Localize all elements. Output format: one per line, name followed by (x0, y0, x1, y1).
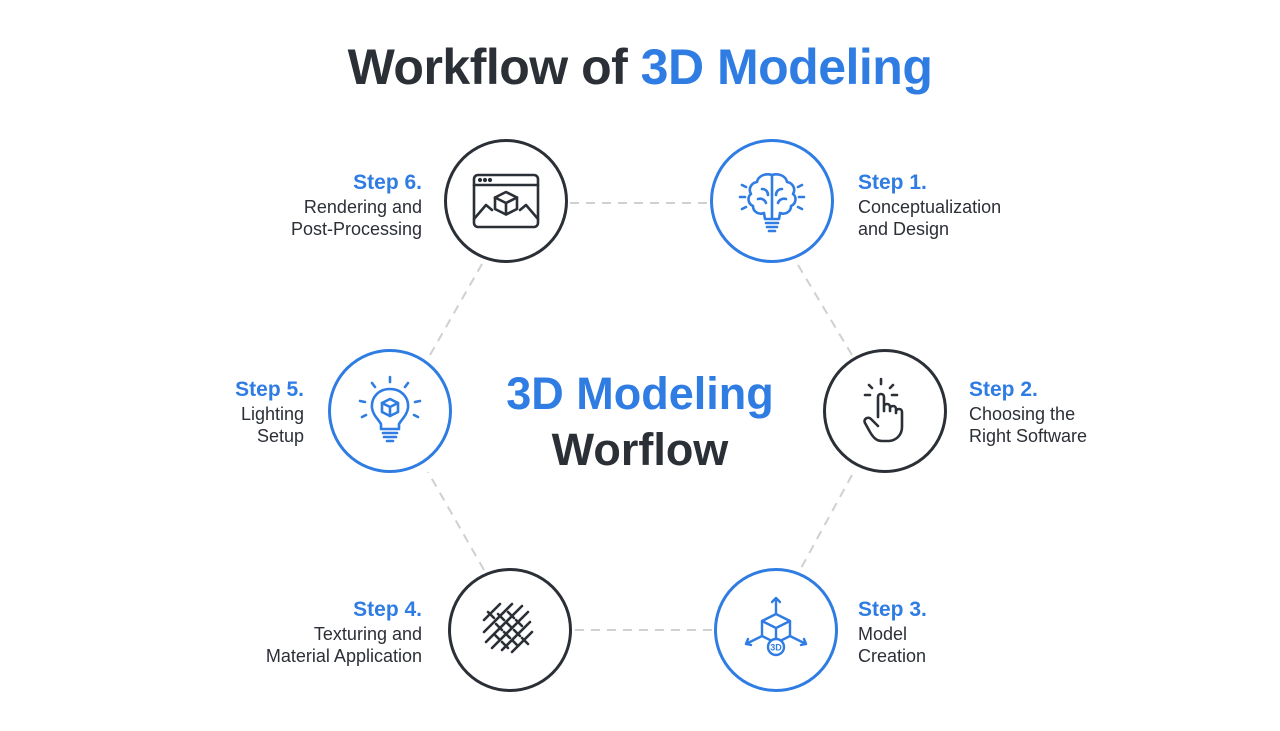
svg-text:3D: 3D (770, 643, 782, 653)
step-5-label: Step 5. Lighting Setup (64, 377, 304, 447)
step-4-label: Step 4. Texturing and Material Applicati… (182, 597, 422, 667)
step-1-label: Step 1. Conceptualization and Design (858, 170, 1098, 240)
step-6-node (444, 139, 568, 263)
brain-bulb-icon (738, 173, 806, 233)
step-3-label: Step 3. Model Creation (858, 597, 1098, 667)
step-3-title: Step 3. (858, 598, 927, 621)
step-6-title: Step 6. (353, 171, 422, 194)
step-2-label: Step 2. Choosing the Right Software (969, 377, 1209, 447)
step-6-label: Step 6. Rendering and Post-Processing (182, 170, 422, 240)
center-label: 3D Modeling Worflow (440, 366, 840, 478)
step-4-title: Step 4. (353, 598, 422, 621)
step-2-node (823, 349, 947, 473)
connector-5-6 (429, 263, 483, 356)
step-5-desc: Lighting Setup (240, 404, 304, 446)
step-1-title: Step 1. (858, 171, 927, 194)
pointer-hand-icon (863, 377, 904, 443)
connector-4-5 (427, 471, 485, 571)
step-1-node (710, 139, 834, 263)
step-5-node (328, 349, 452, 473)
step-3-desc: Model Creation (858, 624, 927, 666)
step-2-title: Step 2. (969, 378, 1038, 401)
3d-cube-axes-icon: 3D (744, 596, 808, 657)
center-line-1: 3D Modeling (506, 368, 774, 419)
step-3-node: 3D (714, 568, 838, 692)
step-5-title: Step 5. (235, 378, 304, 401)
connector-2-3 (799, 474, 853, 571)
connector-1-2 (797, 264, 853, 356)
step-2-desc: Choosing the Right Software (969, 404, 1088, 446)
browser-cube-icon (472, 173, 540, 229)
lightbulb-cube-icon (358, 375, 422, 443)
title-prefix: Workflow of (347, 39, 641, 95)
center-line-2: Worflow (551, 424, 729, 475)
step-6-desc: Rendering and Post-Processing (290, 197, 422, 239)
page-title: Workflow of 3D Modeling (0, 38, 1280, 96)
step-4-desc: Texturing and Material Application (265, 624, 422, 666)
step-1-desc: Conceptualization and Design (858, 197, 1002, 239)
woven-texture-icon (482, 602, 534, 654)
step-4-node (448, 568, 572, 692)
title-accent: 3D Modeling (640, 39, 933, 95)
